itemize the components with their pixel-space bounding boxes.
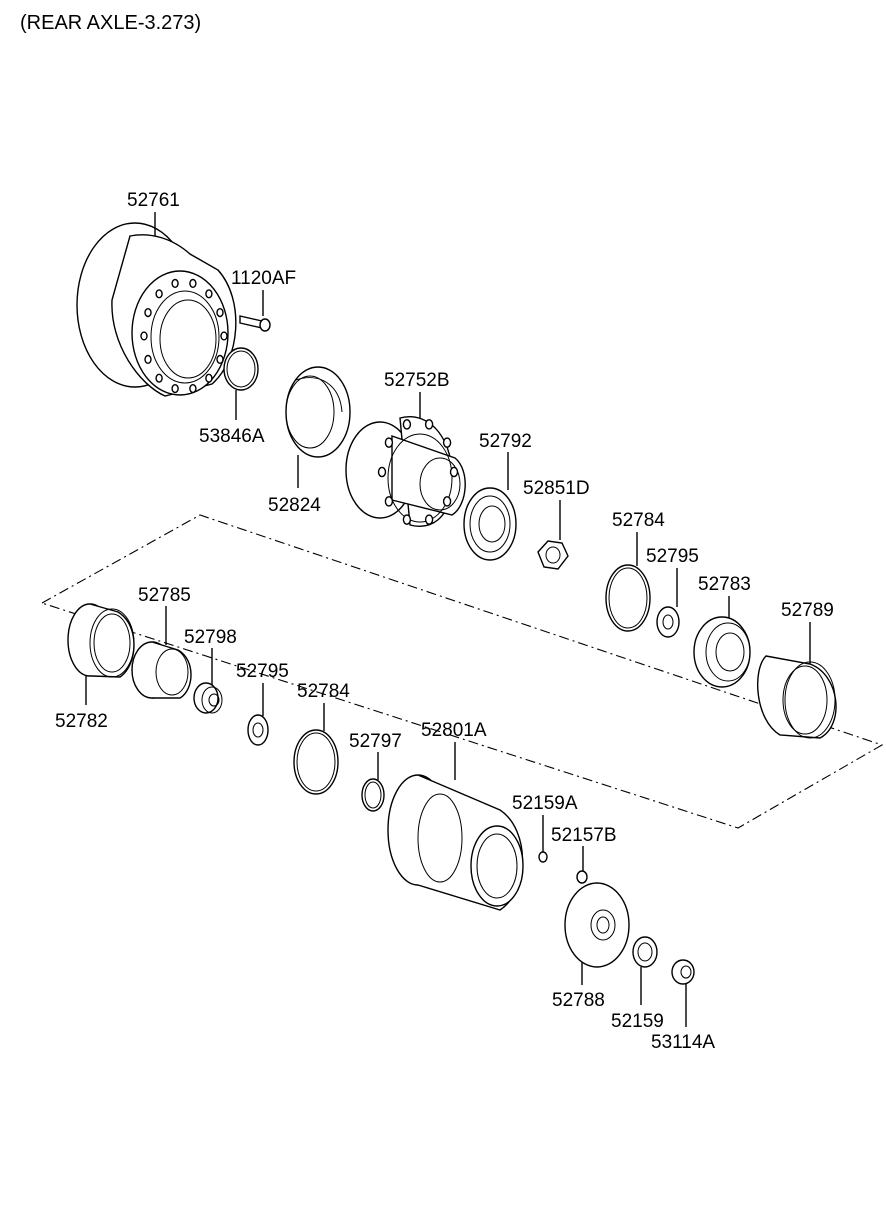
- label-52795-top: 52795: [646, 546, 699, 567]
- housing-52801A[interactable]: [387, 774, 524, 911]
- hub-52752B[interactable]: [345, 416, 466, 527]
- drum-bolt-hole: [140, 331, 148, 341]
- plug-52159A[interactable]: [538, 851, 548, 863]
- sleeve-52789[interactable]: [756, 655, 837, 739]
- drum-bolt-hole: [216, 308, 224, 318]
- nut-53114A[interactable]: [671, 959, 695, 985]
- label-53114A: 53114A: [651, 1032, 715, 1053]
- label-52157B: 52157B: [551, 825, 617, 846]
- label-52784-bottom: 52784: [297, 681, 350, 702]
- hub-stud: [384, 437, 394, 448]
- pinion-52798[interactable]: [193, 682, 223, 714]
- label-52792: 52792: [479, 431, 532, 452]
- label-52784-top: 52784: [612, 510, 665, 531]
- group-outline: [41, 514, 884, 829]
- drum-bolt-hole: [155, 289, 163, 299]
- nut-52851D[interactable]: [537, 540, 569, 570]
- label-52824: 52824: [268, 495, 321, 516]
- cover-plate-52788[interactable]: [564, 882, 630, 968]
- leader-lines: [85, 212, 811, 1027]
- hub-stud: [424, 419, 434, 430]
- seal-52159[interactable]: [632, 936, 658, 968]
- hub-stud: [402, 514, 412, 525]
- ring-52797[interactable]: [361, 778, 385, 812]
- label-52798: 52798: [184, 627, 237, 648]
- label-52782: 52782: [55, 711, 108, 732]
- gear-52792[interactable]: [463, 487, 517, 561]
- drum-bolt-hole: [155, 373, 163, 383]
- drum-bolt-hole: [205, 289, 213, 299]
- label-53846A: 53846A: [199, 426, 265, 447]
- label-1120AF: 1120AF: [231, 268, 296, 289]
- bolt-1120AF[interactable]: [239, 315, 271, 332]
- label-52795-bottom: 52795: [236, 661, 289, 682]
- label-52801A: 52801A: [421, 720, 487, 741]
- bearing-52783[interactable]: [693, 616, 751, 688]
- washer-52795-bottom[interactable]: [247, 714, 269, 746]
- drum-bolt-hole: [189, 278, 197, 289]
- label-52788: 52788: [552, 990, 605, 1011]
- label-52785: 52785: [138, 585, 191, 606]
- hub-stud: [384, 496, 394, 507]
- label-52761: 52761: [127, 190, 180, 211]
- drum-bolt-hole: [220, 331, 228, 341]
- hub-stud: [442, 437, 452, 448]
- seal-cover-52824[interactable]: [285, 366, 351, 458]
- label-52752B: 52752B: [384, 370, 450, 391]
- gear-52785[interactable]: [131, 641, 192, 699]
- ring-gear-52782[interactable]: [67, 603, 135, 678]
- label-52851D: 52851D: [523, 478, 590, 499]
- hub-stud: [449, 466, 459, 478]
- label-52159A: 52159A: [512, 793, 578, 814]
- hub-stud: [442, 496, 452, 507]
- label-52789: 52789: [781, 600, 834, 621]
- snap-ring-52784-bottom[interactable]: [293, 729, 339, 795]
- label-52159: 52159: [611, 1011, 664, 1032]
- snap-ring-52784-top[interactable]: [605, 564, 651, 632]
- drum-bolt-hole: [189, 384, 197, 394]
- drum-bolt-hole: [171, 278, 179, 289]
- label-52797: 52797: [349, 731, 402, 752]
- drum-bolt-hole: [144, 308, 152, 318]
- diagram-title: (REAR AXLE-3.273): [20, 12, 202, 34]
- drum-bolt-hole: [144, 354, 152, 365]
- hub-stud: [424, 514, 434, 525]
- drum-bolt-hole: [216, 354, 224, 365]
- drum-bolt-hole: [205, 373, 213, 383]
- hub-stud: [402, 419, 412, 430]
- washer-52795-top[interactable]: [656, 606, 680, 638]
- hub-stud: [377, 466, 387, 478]
- nut-52157B[interactable]: [576, 870, 588, 884]
- label-52783: 52783: [698, 574, 751, 595]
- brake-drum-52761[interactable]: [76, 222, 237, 397]
- drum-bolt-hole: [171, 384, 179, 394]
- o-ring-53846A[interactable]: [223, 347, 259, 391]
